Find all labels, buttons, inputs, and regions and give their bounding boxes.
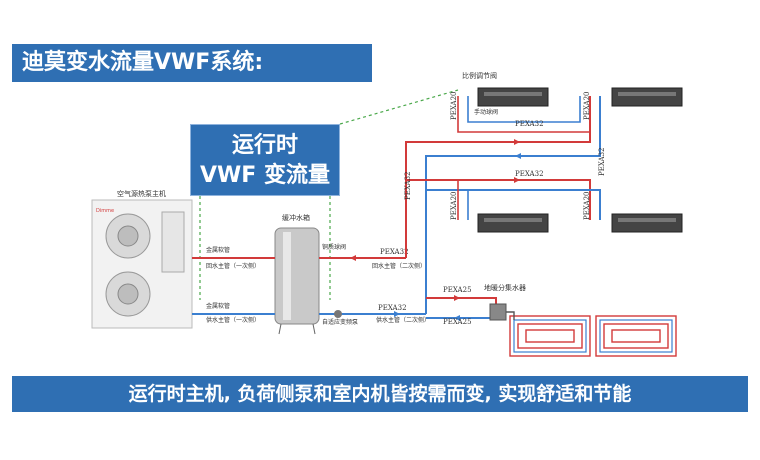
return-main-1-label: 回水主管（一次侧）	[206, 262, 260, 270]
indoor-unit	[611, 87, 683, 107]
buffer-tank-label: 缓冲水箱	[282, 213, 310, 222]
indoor-unit	[477, 213, 549, 233]
floor-heating-loops	[509, 315, 677, 357]
pexa32-e: PEXA32	[598, 147, 606, 176]
metal-hose-bot-label: 金属软管	[206, 302, 230, 310]
auto-bypass-label: 自适应变频泵	[322, 318, 358, 326]
pexa32-d: PEXA32	[515, 170, 544, 178]
pexa32-a: PEXA32	[380, 248, 409, 256]
vwf-callout: 运行时 VWF 变流量	[190, 124, 340, 196]
supply-main-2-label: 供水主管（二次侧）	[376, 316, 430, 324]
pexa20-d: PEXA20	[583, 191, 591, 220]
pexa20-b: PEXA20	[583, 91, 591, 120]
pexa32-c: PEXA32	[515, 120, 544, 128]
ball-valve-label: 铜质球阀	[322, 243, 346, 251]
pexa32-b: PEXA32	[378, 304, 407, 312]
heat-pump-label: 空气源热泵主机	[117, 189, 166, 198]
callout-line2: VWF 变流量	[200, 163, 330, 188]
metal-hose-top-label: 金属软管	[206, 246, 230, 254]
callout-line1: 运行时	[231, 133, 298, 158]
dashed-connector	[199, 89, 459, 300]
indoor-unit	[611, 213, 683, 233]
buffer-tank	[274, 227, 320, 335]
supply-main-1-label: 供水主管（一次侧）	[206, 316, 260, 324]
pexa20-a: PEXA20	[450, 91, 458, 120]
indoor-unit	[477, 87, 549, 107]
heat-pump-unit	[91, 199, 193, 329]
title-banner: 迪莫变水流量VWF系统:	[12, 44, 372, 82]
prop-valve-label: 比例调节阀	[462, 71, 497, 80]
manifold-block	[489, 303, 507, 321]
brand-logo: Dimme	[96, 208, 114, 214]
return-main-2-label: 回水主管（二次侧）	[372, 262, 426, 270]
pexa25-a: PEXA25	[443, 286, 472, 294]
pexa20-c: PEXA20	[450, 191, 458, 220]
floor-manifold-label: 地暖分集水器	[484, 283, 526, 292]
pexa32-vertical: PEXA32	[404, 171, 412, 200]
manual-valve-label: 手动球阀	[474, 108, 498, 116]
footer-banner: 运行时主机, 负荷侧泵和室内机皆按需而变, 实现舒适和节能	[12, 376, 748, 412]
pexa25-b: PEXA25	[443, 318, 472, 326]
